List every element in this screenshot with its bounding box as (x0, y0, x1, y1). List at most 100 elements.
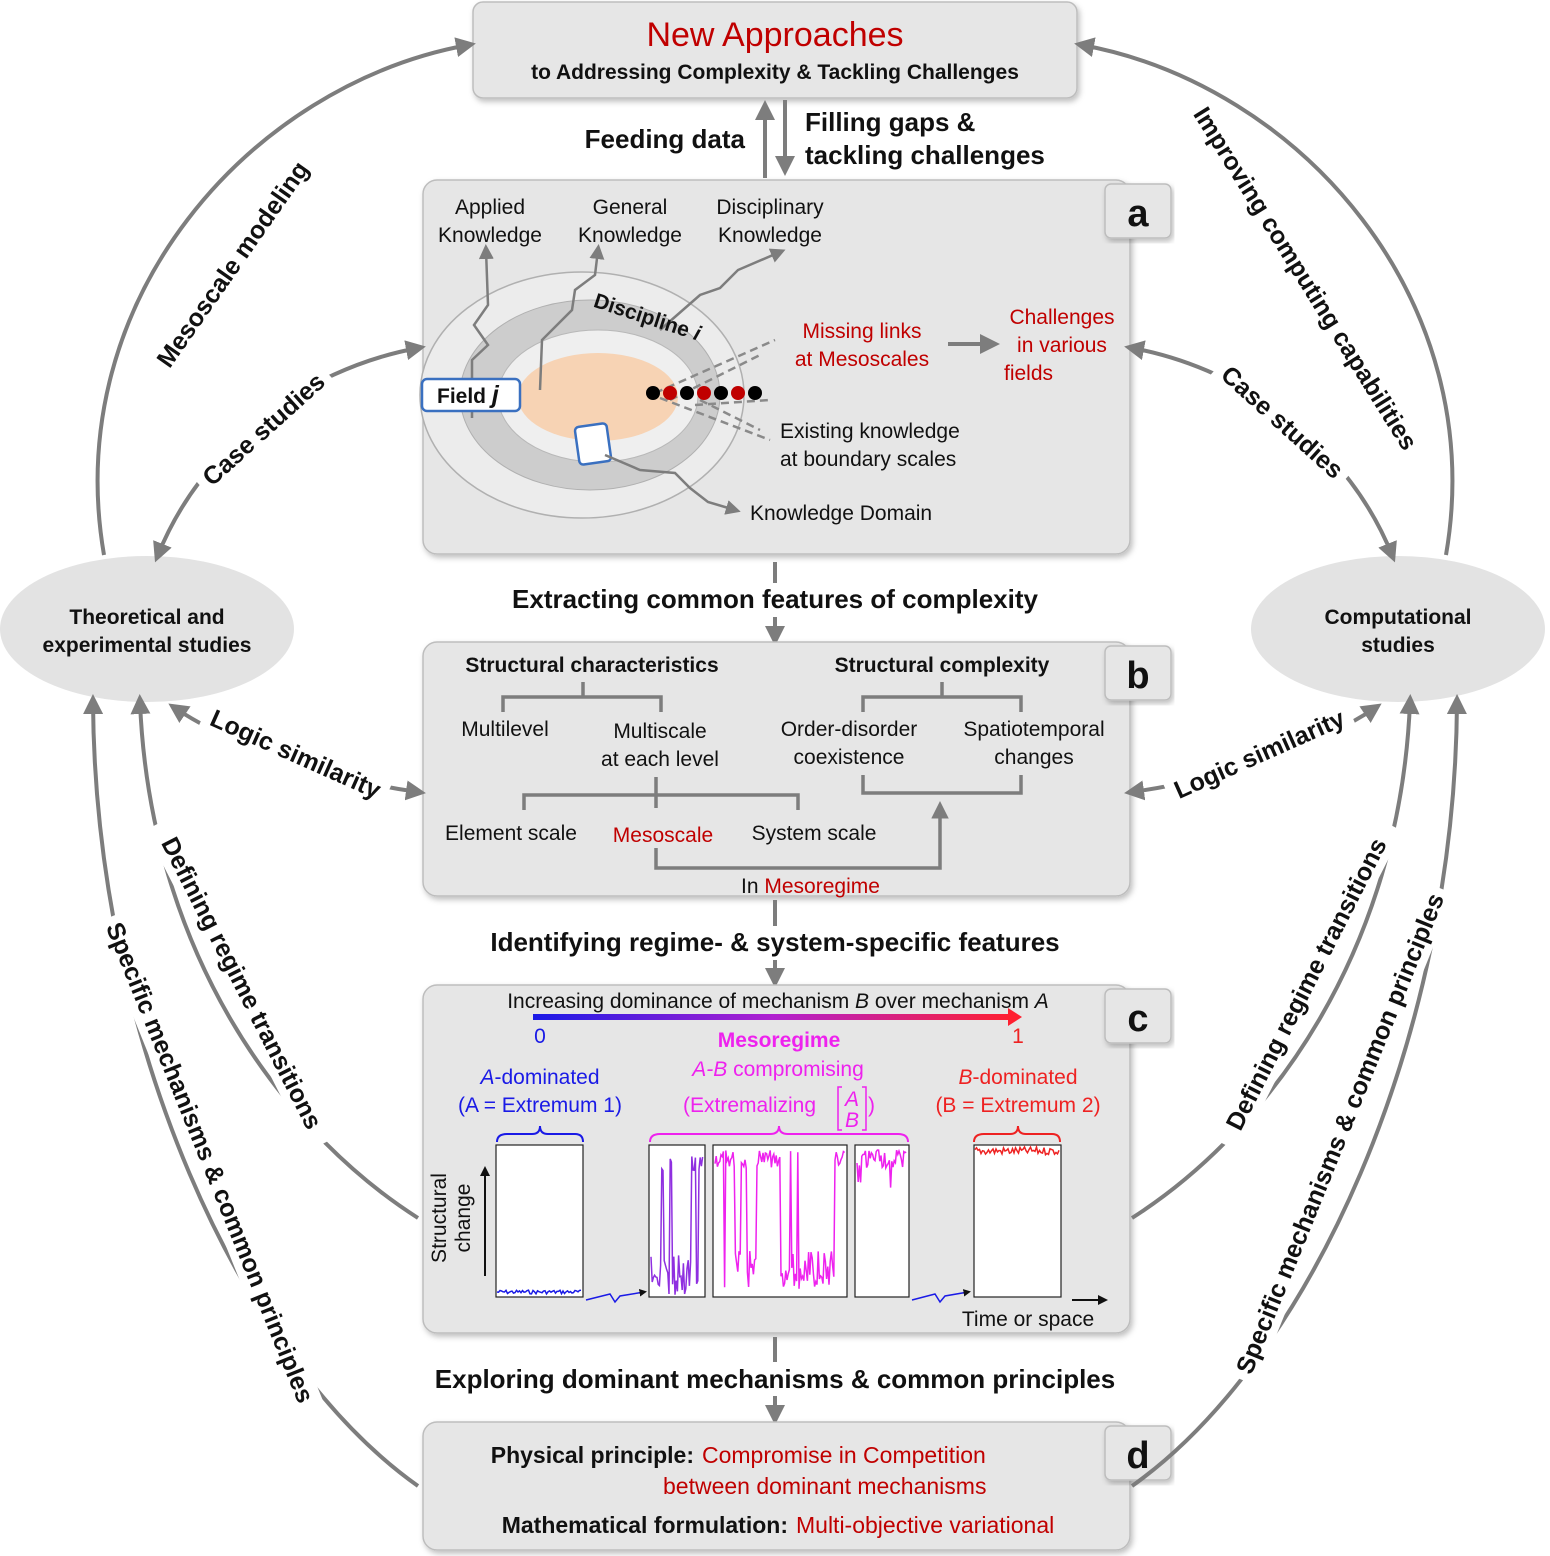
panel-c: c Increasing dominance of mechanism B ov… (422, 984, 1172, 1334)
order-disorder-1: Order-disorder (781, 718, 918, 741)
left-oval-text-2: experimental studies (43, 634, 252, 657)
applied-label-1: Applied (455, 196, 525, 219)
panel-b-tab (1104, 645, 1172, 701)
scale-bracket (522, 777, 800, 810)
identifying-label: Identifying regime- & system-specific fe… (490, 927, 1059, 957)
panel-c-tab (1104, 988, 1172, 1044)
char-bracket (501, 682, 663, 712)
b-brace (973, 1125, 1061, 1143)
feeding-label: Feeding data (585, 124, 746, 154)
multilevel-label: Multilevel (461, 718, 549, 741)
specific-left-arrow (83, 694, 420, 1488)
general-label-1: General (593, 196, 668, 219)
existing-knowledge-1: Existing knowledge (780, 420, 960, 443)
system-scale: System scale (752, 822, 877, 845)
spatiotemporal-2: changes (994, 746, 1073, 769)
connector-b (911, 1289, 971, 1304)
trace-b-dominated (974, 1144, 1060, 1157)
b-dominated-2: (B = Extremum 2) (935, 1094, 1100, 1117)
panel-a-tab (1104, 183, 1172, 239)
exploring-label: Exploring dominant mechanisms & common p… (435, 1364, 1115, 1394)
gradient-title: Increasing dominance of mechanism B over… (507, 990, 1049, 1013)
filling-label-2: tackling challenges (805, 140, 1045, 170)
right-oval-text-2: studies (1361, 634, 1435, 657)
ab-close: ) (868, 1094, 875, 1117)
order-disorder-2: coexistence (794, 746, 905, 769)
left-oval: Theoretical and experimental studies (0, 556, 294, 702)
trace-a-dominated (496, 1288, 582, 1296)
challenges-2: in various (1017, 334, 1107, 357)
missing-links-2: at Mesoscales (795, 348, 929, 371)
plot-a-frame (495, 1144, 584, 1298)
defining-left-arrow (130, 694, 420, 1220)
in-mesoregime: In Mesoregime (741, 875, 880, 898)
defining-right-arrow (1130, 694, 1420, 1220)
panel-b-letter: b (1126, 655, 1149, 697)
math-formulation-label: Mathematical formulation: (502, 1512, 788, 1538)
structural-complexity: Structural complexity (835, 654, 1050, 677)
challenges-1: Challenges (1009, 306, 1114, 329)
ab-compromising-2: (Extremalizing (683, 1094, 816, 1117)
plot-mid3-frame (854, 1144, 910, 1298)
existing-knowledge-2: at boundary scales (780, 448, 956, 471)
field-label: Field j (437, 381, 500, 409)
disciplinary-label-2: Knowledge (718, 224, 822, 247)
specific-right-arrow (1130, 694, 1467, 1488)
xlabel: Time or space (962, 1308, 1094, 1331)
physical-principle-value-2: between dominant mechanisms (663, 1473, 986, 1499)
logic-similarity-left-label: Logic similarity (206, 704, 385, 804)
connector-a (585, 1289, 647, 1304)
improving-computing-arrow (1074, 37, 1455, 556)
logic-similarity-right-label: Logic similarity (1170, 704, 1349, 804)
mesoscale-modeling-arrow (95, 37, 476, 556)
panel-a-letter: a (1127, 193, 1149, 235)
panel-a: a Applied Knowledge General Knowledge Di… (419, 179, 1172, 555)
complex-bracket (861, 682, 1023, 712)
trace-mesoregime-2 (714, 1150, 846, 1289)
a-dominated-1: A-dominated (478, 1066, 599, 1089)
extracting-label: Extracting common features of complexity (512, 584, 1038, 614)
top-box: New Approaches to Addressing Complexity … (472, 1, 1078, 99)
vector-brackets (837, 1086, 867, 1131)
panel-b: b Structural characteristics Structural … (422, 641, 1172, 898)
element-scale: Element scale (445, 822, 577, 845)
specific-left-label: Specific mechanisms & common principles (100, 919, 319, 1407)
multiscale-label-1: Multiscale (613, 720, 706, 743)
top-title: New Approaches (646, 16, 903, 54)
case-studies-right-label: Case studies (1215, 361, 1348, 485)
case-studies-left-label: Case studies (197, 368, 330, 492)
mesoregime-title: Mesoregime (718, 1029, 841, 1052)
panel-d: d Physical principle: Compromise in Comp… (422, 1421, 1172, 1551)
panel-c-letter: c (1127, 998, 1148, 1040)
ylabel-1: Structural (428, 1173, 451, 1263)
vector-b: B (845, 1109, 859, 1132)
ab-compromising-1: A-B compromising (690, 1058, 864, 1081)
plot-b-frame (973, 1144, 1062, 1298)
ab-brace (649, 1125, 909, 1143)
trace-mesoregime-3 (856, 1148, 907, 1188)
panel-d-letter: d (1126, 1435, 1149, 1477)
knowledge-domain-arrow (604, 453, 741, 515)
complexity-join (861, 775, 1023, 795)
physical-principle-label: Physical principle: (491, 1442, 694, 1468)
right-oval: Computational studies (1251, 556, 1545, 702)
knowledge-domain-label: Knowledge Domain (750, 502, 932, 525)
a-brace (496, 1125, 584, 1143)
case-studies-left-arrow (153, 340, 426, 563)
b-dominated-1: B-dominated (958, 1066, 1077, 1089)
disciplinary-knowledge-arrow (659, 248, 786, 331)
outer-arrows (83, 37, 1467, 1488)
scale-dots (646, 386, 762, 400)
ylabel-2: change (452, 1184, 475, 1253)
mesoscale-label: Mesoscale (613, 824, 713, 847)
right-oval-text-1: Computational (1325, 606, 1472, 629)
filling-label-1: Filling gaps & (805, 107, 975, 137)
mesoscale-modeling-label: Mesoscale modeling (151, 156, 314, 372)
mesoregime-arrow (654, 801, 949, 870)
trace-mesoregime-1 (650, 1156, 704, 1295)
applied-knowledge-arrow (470, 244, 494, 418)
physical-principle-value-1: Compromise in Competition (702, 1442, 986, 1468)
a-dominated-2: (A = Extremum 1) (458, 1094, 622, 1117)
missing-links-1: Missing links (802, 320, 921, 343)
